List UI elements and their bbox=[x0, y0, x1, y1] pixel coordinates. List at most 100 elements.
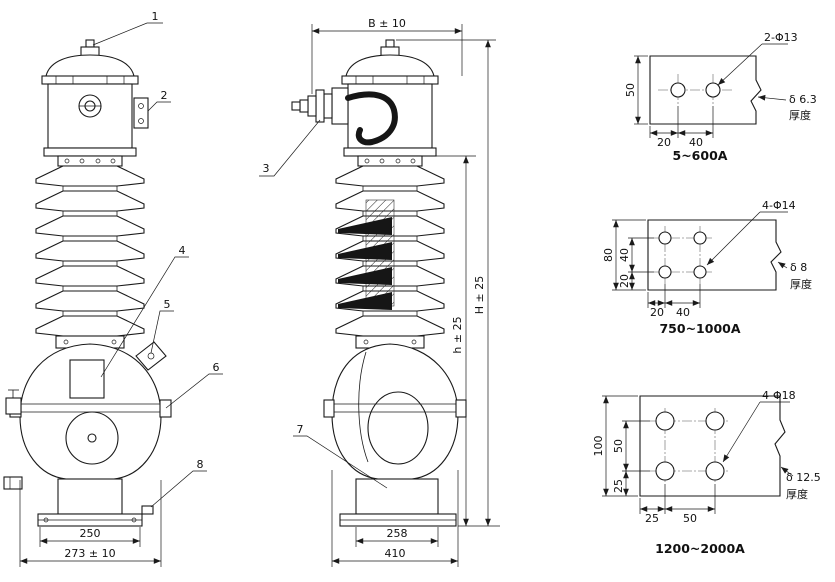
holes-label: 4-Φ18 bbox=[762, 389, 796, 402]
dim-label: 40 bbox=[676, 306, 690, 319]
callout-6: 6 bbox=[165, 361, 223, 409]
dim-p3-25v: 25 bbox=[612, 471, 629, 496]
bolt-hole bbox=[655, 411, 675, 431]
insulator-front bbox=[36, 166, 144, 348]
callout-number: 2 bbox=[161, 89, 168, 102]
terminal-pad-plate bbox=[639, 395, 786, 497]
bolt-hole bbox=[705, 461, 725, 481]
hole-pattern-1200-2000a: 100 50 25 25 50 4-Φ18 δ 12.5 bbox=[592, 389, 821, 556]
thickness-value: δ 8 bbox=[790, 261, 807, 274]
dim-p2-80: 80 bbox=[602, 219, 646, 291]
insulator-side bbox=[336, 166, 444, 348]
pattern-title: 750~1000A bbox=[659, 321, 740, 336]
callout-3: 3 bbox=[259, 119, 321, 177]
dim-p2-20v: 20 bbox=[618, 272, 635, 290]
dim-p3-bottom: 25 50 bbox=[639, 484, 716, 525]
label-p3-thickness: δ 12.5 厚度 bbox=[780, 466, 821, 501]
callout-number: 5 bbox=[164, 298, 171, 311]
clamp-lug-right bbox=[455, 399, 467, 418]
oil-tank-side bbox=[323, 343, 467, 500]
dim-p1-50: 50 bbox=[624, 55, 648, 125]
bolt-hole bbox=[658, 231, 672, 245]
hole-pattern-5-600a: 50 20 40 2-Φ13 δ 6.3 厚度 5~600A bbox=[624, 31, 817, 163]
dim-p1-bottom: 20 40 bbox=[649, 106, 714, 149]
base-side bbox=[339, 478, 457, 527]
front-view: 1 2 4 5 6 8 250 bbox=[3, 10, 223, 567]
dim-label: 100 bbox=[592, 436, 605, 457]
oil-valve bbox=[5, 397, 22, 415]
dim-label: 25 bbox=[612, 479, 625, 493]
hole-pattern-750-1000a: 80 40 20 20 40 4-Φ14 δ 8 bbox=[602, 199, 812, 336]
primary-terminal-flange bbox=[331, 87, 349, 125]
thickness-label: 厚度 bbox=[790, 277, 812, 291]
dim-label: 20 bbox=[618, 274, 631, 288]
holes-label: 2-Φ13 bbox=[764, 31, 798, 44]
dim-side-plate-410: 410 bbox=[331, 470, 459, 567]
bolt-hole bbox=[658, 265, 672, 279]
dim-front-base-250: 250 bbox=[39, 527, 141, 547]
clamp-lug-right bbox=[159, 399, 172, 418]
dim-p3-100: 100 bbox=[592, 395, 638, 497]
label-p3-holes: 4-Φ18 bbox=[722, 389, 796, 463]
callout-5: 5 bbox=[150, 298, 174, 354]
dim-label: 410 bbox=[385, 547, 406, 560]
callout-number: 7 bbox=[297, 423, 304, 436]
callout-number: 3 bbox=[263, 162, 270, 175]
terminal-bracket bbox=[133, 97, 149, 129]
dim-label: 50 bbox=[624, 83, 637, 97]
dim-label: 250 bbox=[80, 527, 101, 540]
dim-label: 40 bbox=[689, 136, 703, 149]
dim-p2-bottom: 20 40 bbox=[647, 284, 701, 319]
thickness-label: 厚度 bbox=[786, 487, 808, 501]
dim-p2-40v: 40 bbox=[618, 237, 654, 273]
dim-label: 25 bbox=[645, 512, 659, 525]
bolt-hole bbox=[670, 82, 686, 98]
callout-2: 2 bbox=[147, 89, 171, 112]
dim-label: h ± 25 bbox=[451, 316, 464, 353]
earthing-bolt bbox=[141, 505, 154, 515]
secondary-winding-outline bbox=[65, 411, 119, 465]
dim-label: 80 bbox=[602, 248, 615, 262]
nameplate bbox=[69, 359, 105, 399]
pattern-title: 1200~2000A bbox=[655, 541, 745, 556]
dim-front-overall-273: 273 ± 10 bbox=[19, 480, 162, 567]
dim-side-height-H: H ± 25 bbox=[396, 39, 496, 526]
side-view: 3 7 B ± 10 h ± 25 H ± 25 258 bbox=[259, 17, 500, 567]
label-p2-holes: 4-Φ14 bbox=[706, 199, 796, 266]
callout-number: 6 bbox=[213, 361, 220, 374]
dim-label: 258 bbox=[387, 527, 408, 540]
terminal-box-cover bbox=[135, 341, 167, 371]
dim-label: 20 bbox=[657, 136, 671, 149]
bolt-hole bbox=[705, 82, 721, 98]
dim-label: 20 bbox=[650, 306, 664, 319]
bolt-hole bbox=[693, 265, 707, 279]
callout-8: 8 bbox=[150, 458, 207, 508]
callout-1: 1 bbox=[92, 10, 163, 46]
head-tank-front bbox=[41, 39, 149, 167]
dim-label: B ± 10 bbox=[368, 17, 406, 30]
dim-label: 273 ± 10 bbox=[64, 547, 115, 560]
callout-number: 4 bbox=[179, 244, 186, 257]
bolt-hole bbox=[705, 411, 725, 431]
thickness-label: 厚度 bbox=[789, 108, 811, 122]
pattern-title: 5~600A bbox=[673, 148, 728, 163]
clamp-lug-left bbox=[323, 399, 335, 418]
dim-p3-50v: 50 bbox=[612, 420, 650, 472]
label-p2-thickness: δ 8 厚度 bbox=[777, 261, 812, 291]
dim-side-base-258: 258 bbox=[355, 527, 439, 547]
core-outline bbox=[367, 391, 429, 465]
dim-label: 40 bbox=[618, 248, 631, 262]
bolt-hole bbox=[693, 231, 707, 245]
dim-label: H ± 25 bbox=[473, 276, 486, 314]
thickness-value: δ 6.3 bbox=[789, 93, 817, 106]
bolt-hole bbox=[655, 461, 675, 481]
drain-plug-left bbox=[3, 476, 23, 490]
primary-conductor bbox=[345, 91, 398, 146]
dim-label: 50 bbox=[612, 439, 625, 453]
label-p1-holes: 2-Φ13 bbox=[717, 31, 798, 86]
oil-tank-front bbox=[3, 341, 172, 490]
base-front bbox=[37, 478, 154, 527]
holes-label: 4-Φ14 bbox=[762, 199, 796, 212]
callout-number: 8 bbox=[197, 458, 204, 471]
